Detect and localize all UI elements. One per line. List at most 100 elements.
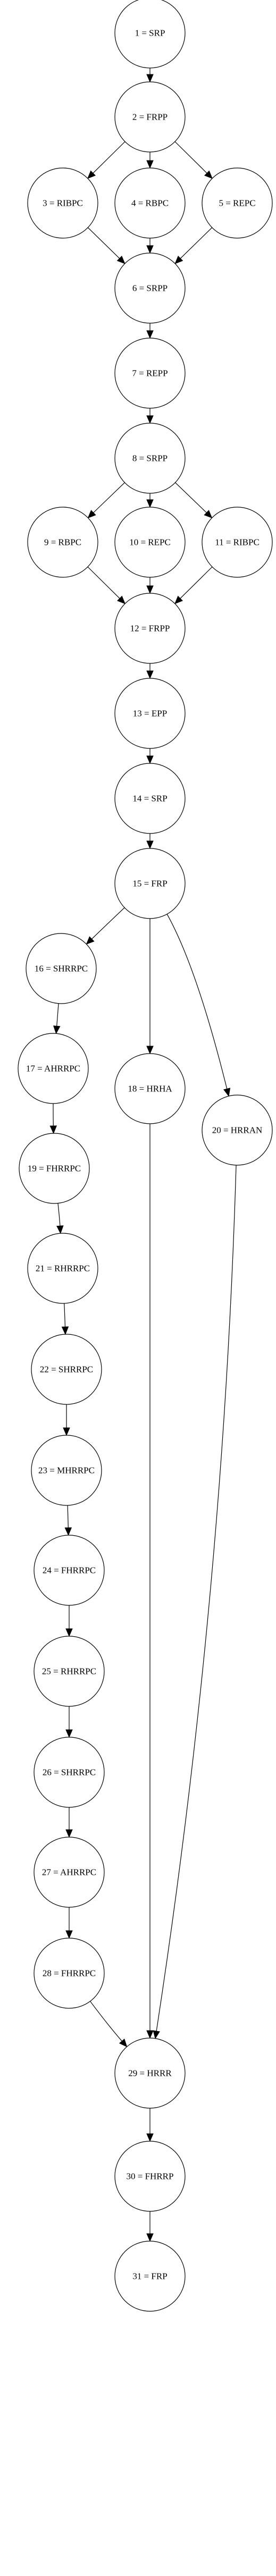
arrowhead-n8-n9 <box>87 510 96 519</box>
node-circle <box>34 1636 105 1707</box>
arrowhead-n2-n4 <box>146 160 154 169</box>
arrowhead-n11-n12 <box>174 595 183 604</box>
node-circle <box>114 2241 186 2312</box>
arrowhead-n1-n2 <box>146 74 154 83</box>
node-n25: 25 = RHRRPC <box>34 1636 105 1707</box>
node-n9: 9 = RBPC <box>27 507 98 578</box>
node-label: 16 = SHRRPC <box>35 964 88 974</box>
node-n3: 3 = RIBPC <box>27 167 98 239</box>
arrowhead-n28-n29 <box>119 2038 128 2048</box>
nodes-layer: 1 = SRP 2 = FRPP 3 = RIBPC 4 = RBPC 5 = REPC… <box>18 0 273 2312</box>
node-label: 4 = RBPC <box>131 198 169 208</box>
arrowhead-n15-n20 <box>223 1088 231 1097</box>
edge-n28-n29 <box>90 2001 122 2042</box>
node-label: 21 = RHRRPC <box>36 1264 90 1274</box>
node-label: 27 = AHRRPC <box>42 1867 96 1878</box>
node-n29: 29 = HRRR <box>114 2038 186 2109</box>
edge-n15-n16 <box>91 907 125 939</box>
node-circle <box>114 507 186 578</box>
node-circle <box>34 1535 105 1606</box>
edge-n19-n21 <box>57 1203 61 1226</box>
node-circle <box>34 1837 105 1908</box>
arrowhead-n6-n7 <box>146 330 154 339</box>
node-label: 20 = HRRAN <box>212 1125 263 1135</box>
arrowhead-n27-n28 <box>65 1930 73 1939</box>
node-label: 9 = RBPC <box>44 537 81 548</box>
node-n27: 27 = AHRRPC <box>34 1837 105 1908</box>
node-label: 17 = AHRRPC <box>26 1064 80 1074</box>
node-circle <box>114 338 186 409</box>
node-n18: 18 = HRHA <box>114 1053 186 1124</box>
node-label: 3 = RIBPC <box>43 198 83 208</box>
node-circle <box>27 1233 98 1304</box>
node-circle <box>114 763 186 834</box>
node-circle <box>114 252 186 324</box>
node-n14: 14 = SRP <box>114 763 186 834</box>
arrowhead-n26-n27 <box>65 1829 73 1838</box>
edge-n11-n12 <box>180 566 213 599</box>
node-label: 28 = FHRRPC <box>43 1968 96 1979</box>
node-n10: 10 = REPC <box>114 507 186 578</box>
node-circle <box>114 678 186 749</box>
arrowhead-n15-n16 <box>86 936 95 945</box>
node-label: 31 = FRP <box>132 2271 167 2282</box>
node-circle <box>114 2141 186 2212</box>
edge-n5-n6 <box>180 227 213 259</box>
node-circle <box>114 81 186 153</box>
node-label: 10 = REPC <box>129 537 171 548</box>
arrowhead-n12-n13 <box>146 670 154 679</box>
node-n19: 19 = FHRRPC <box>19 1133 90 1204</box>
arrowhead-n18-n29 <box>146 2030 154 2039</box>
node-circle <box>114 2038 186 2109</box>
node-label: 30 = FHRRP <box>127 2171 174 2182</box>
node-n30: 30 = FHRRP <box>114 2141 186 2212</box>
arrowhead-n22-n23 <box>63 1427 70 1436</box>
edges-layer <box>49 68 237 2242</box>
node-label: 12 = FRPP <box>130 624 170 634</box>
node-label: 23 = MHRRPC <box>38 1466 95 1476</box>
arrowhead-n19-n21 <box>56 1225 64 1234</box>
node-n11: 11 = RIBPC <box>202 507 273 578</box>
node-n5: 5 = REPC <box>202 167 273 239</box>
node-circle <box>114 0 186 69</box>
arrowhead-n29-n30 <box>146 2133 154 2142</box>
node-n12: 12 = FRPP <box>114 593 186 664</box>
edge-n2-n3 <box>93 141 126 174</box>
node-label: 15 = FRP <box>132 879 167 889</box>
arrowhead-n25-n26 <box>65 1729 73 1738</box>
node-circle <box>114 423 186 494</box>
arrowhead-n2-n5 <box>204 170 213 179</box>
edge-n3-n6 <box>87 227 120 259</box>
arrowhead-n2-n3 <box>87 170 96 179</box>
node-n1: 1 = SRP <box>114 0 186 69</box>
arrowhead-n7-n8 <box>146 415 154 424</box>
node-circle <box>27 167 98 239</box>
node-label: 29 = HRRR <box>128 2068 172 2078</box>
node-circle <box>114 848 186 919</box>
node-label: 11 = RIBPC <box>215 537 260 548</box>
node-n28: 28 = FHRRPC <box>34 1938 105 2009</box>
node-circle <box>202 167 273 239</box>
node-label: 22 = SHRRPC <box>40 1365 93 1375</box>
node-circle <box>31 1435 102 1506</box>
arrowhead-n17-n19 <box>49 1125 57 1134</box>
node-circle <box>114 593 186 664</box>
node-n15: 15 = FRP <box>114 848 186 919</box>
node-label: 25 = RHRRPC <box>42 1666 96 1677</box>
node-circle <box>26 933 97 1004</box>
node-label: 7 = REPP <box>132 368 168 378</box>
arrowhead-n13-n14 <box>146 755 154 764</box>
arrowhead-n4-n6 <box>146 245 154 254</box>
edge-n21-n22 <box>64 1303 66 1327</box>
node-n22: 22 = SHRRPC <box>31 1334 102 1405</box>
arrowhead-n23-n24 <box>64 1527 72 1536</box>
node-n23: 23 = MHRRPC <box>31 1435 102 1506</box>
node-circle <box>114 1053 186 1124</box>
edge-n9-n12 <box>87 566 120 599</box>
node-n2: 2 = FRPP <box>114 81 186 153</box>
node-n16: 16 = SHRRPC <box>26 933 97 1004</box>
node-circle <box>34 1737 105 1808</box>
arrowhead-n9-n12 <box>116 595 126 604</box>
node-label: 8 = SRPP <box>132 453 168 464</box>
